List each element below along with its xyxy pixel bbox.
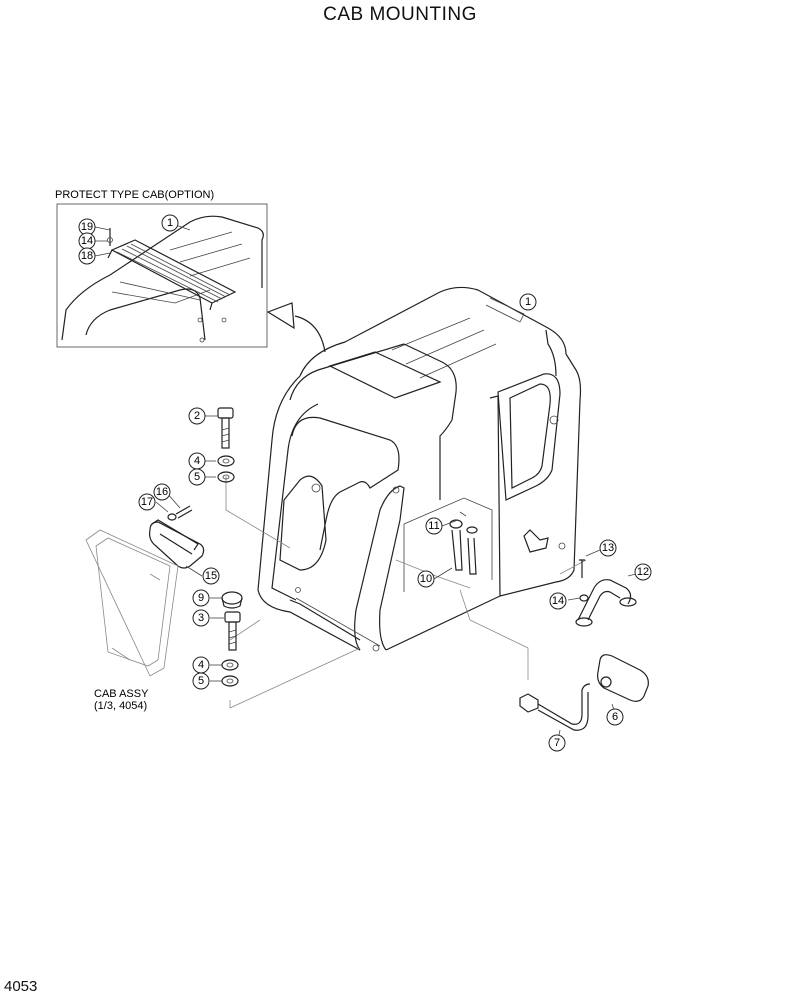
callout-cab-1: 1 [519,293,537,311]
svg-text:3: 3 [198,612,204,624]
handle-15-icon [149,519,205,569]
svg-text:15: 15 [205,570,217,582]
svg-text:11: 11 [428,520,439,532]
svg-text:18: 18 [81,250,93,262]
svg-text:13: 13 [602,542,614,554]
callout-17: 17 [138,493,156,511]
svg-text:14: 14 [552,595,564,607]
callout-4b: 4 [192,656,210,674]
callout-16: 16 [153,483,171,501]
svg-text:6: 6 [612,711,618,723]
callout-5b: 5 [192,672,210,690]
bolt-16-icon [175,505,193,519]
reference-line-1: CAB ASSY [94,688,149,700]
svg-text:7: 7 [554,737,560,749]
mirror-6-icon [597,654,649,702]
svg-text:2: 2 [194,410,200,422]
callout-inset-1: 1 [161,214,179,232]
cab-levers [449,511,478,575]
svg-text:5: 5 [194,471,200,483]
logo-mark-icon [523,529,549,553]
svg-text:5: 5 [198,675,204,687]
washer-5b-icon [221,675,239,687]
svg-text:14: 14 [81,235,93,247]
arrow-head-icon [266,302,295,330]
bolt-13-icon [579,559,585,578]
callout-7: 7 [548,734,566,752]
callout-11: 11 [425,517,443,535]
washer-4a-icon [217,455,235,467]
callout-6: 6 [606,708,624,726]
washer-14-icon [579,594,589,602]
washer-4b-icon [221,659,239,671]
cab-body [257,286,582,652]
callout-5a: 5 [188,468,206,486]
protect-cab-inset: PROTECT TYPE CAB(OPTION) [55,189,268,348]
svg-text:9: 9 [198,592,204,604]
callout-inset-18: 18 [78,247,96,265]
svg-text:17: 17 [141,496,153,508]
callout-13: 13 [599,539,617,557]
washer-5a-icon [217,471,235,483]
reference-line-2: (1/3, 4054) [94,700,147,712]
handle-12-icon [575,579,637,627]
callout-3: 3 [192,609,210,627]
cab-window-frame [85,529,179,677]
mirror-arm-7-icon [519,683,591,731]
cap-9-icon [221,591,243,605]
page-number: 4053 [4,978,38,995]
svg-text:10: 10 [420,573,432,585]
inset-label: PROTECT TYPE CAB(OPTION) [55,189,214,201]
callout-15: 15 [202,567,220,585]
roof-guard-icon [107,239,237,311]
arrow-to-inset [294,315,326,353]
svg-text:1: 1 [167,217,173,229]
svg-text:4: 4 [198,659,204,671]
callout-inset-19: 19 [78,218,96,236]
callout-12: 12 [634,563,652,581]
callout-14: 14 [549,592,567,610]
inset-frame [56,203,268,348]
callout-inset-14: 14 [78,232,96,250]
page-title: CAB MOUNTING [323,4,477,25]
callout-2: 2 [188,407,206,425]
callout-4a: 4 [188,452,206,470]
svg-text:16: 16 [156,486,168,498]
bolt-2-icon [217,407,234,449]
callout-10: 10 [417,570,435,588]
bolt-3-icon [224,611,241,651]
svg-text:19: 19 [81,221,93,233]
washer-17-icon [167,513,177,521]
svg-text:1: 1 [525,296,531,308]
svg-text:12: 12 [637,566,649,578]
callout-9: 9 [192,589,210,607]
svg-text:4: 4 [194,455,200,467]
